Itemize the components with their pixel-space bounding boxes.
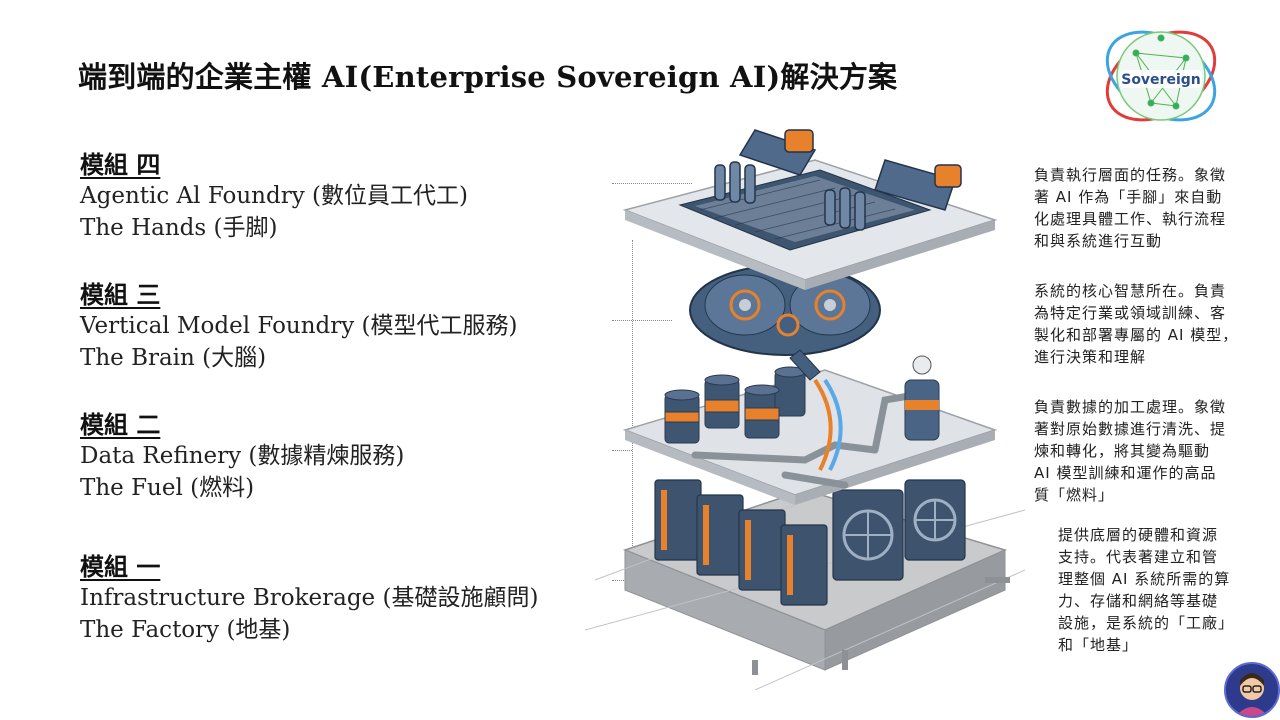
desc-line: 設施，是系統的「工廠」	[1058, 614, 1235, 632]
module-three-name: Vertical Model Foundry (模型代工服務)	[80, 313, 518, 339]
desc-line: 和「地基」	[1058, 636, 1139, 654]
module-three-role: The Brain (大腦)	[80, 345, 267, 371]
connector-line	[612, 580, 632, 581]
desc-line: 支持。代表著建立和管	[1058, 548, 1219, 566]
desc-line: 著 AI 作為「手腳」來自動	[1034, 188, 1223, 206]
desc-line: 質「燃料」	[1034, 486, 1115, 504]
desc-line: 煉和轉化，將其變為驅動	[1034, 442, 1211, 460]
desc-line: 負責執行層面的任務。象徵	[1034, 166, 1227, 184]
module-two-head: 模組 二	[80, 411, 161, 439]
page-title: 端到端的企業主權 AI(Enterprise Sovereign AI)解決方案	[78, 60, 898, 94]
desc-line: 力、存儲和網絡等基礎	[1058, 592, 1219, 610]
module-three-description: 系統的核心智慧所在。負責 為特定行業或領域訓練、客 製化和部署專屬的 AI 模型…	[1034, 280, 1238, 368]
module-three-head: 模組 三	[80, 281, 161, 309]
module-four-name: Agentic Al Foundry (數位員工代工)	[80, 183, 468, 209]
desc-line: 系統的核心智慧所在。負責	[1034, 282, 1227, 300]
desc-line: AI 模型訓練和運作的高品	[1034, 464, 1217, 482]
module-one-description: 提供底層的硬體和資源 支持。代表著建立和管 理整個 AI 系統所需的算 力、存儲…	[1058, 524, 1234, 656]
connector-line	[612, 450, 632, 451]
desc-line: 製化和部署專屬的 AI 模型，	[1034, 326, 1239, 344]
desc-line: 提供底層的硬體和資源	[1058, 526, 1219, 544]
connector-line	[612, 183, 692, 184]
connector-line	[612, 320, 672, 321]
module-three: 模組 三 Vertical Model Foundry (模型代工服務) The…	[80, 280, 600, 374]
ai-stack-illustration	[584, 110, 1026, 694]
desc-line: 為特定行業或領域訓練、客	[1034, 304, 1227, 322]
module-four-head: 模組 四	[80, 151, 161, 179]
desc-line: 著對原始數據進行清洗、提	[1034, 420, 1227, 438]
module-two-role: The Fuel (燃料)	[80, 475, 255, 501]
desc-line: 負責數據的加工處理。象徵	[1034, 398, 1227, 416]
module-one-role: The Factory (地基)	[80, 617, 291, 643]
module-four-role: The Hands (手脚)	[80, 215, 278, 241]
module-four: 模組 四 Agentic Al Foundry (數位員工代工) The Han…	[80, 150, 600, 244]
avatar[interactable]	[1224, 662, 1280, 718]
logo-text: Sovereign	[1121, 72, 1201, 88]
desc-line: 理整個 AI 系統所需的算	[1058, 570, 1231, 588]
desc-line: 進行決策和理解	[1034, 348, 1147, 366]
module-one-name: Infrastructure Brokerage (基礎設施顧問)	[80, 585, 539, 611]
desc-line: 化處理具體工作、執行流程	[1034, 210, 1227, 228]
module-one: 模組 一 Infrastructure Brokerage (基礎設施顧問) T…	[80, 552, 600, 646]
module-two-name: Data Refinery (數據精煉服務)	[80, 443, 405, 469]
module-four-description: 負責執行層面的任務。象徵 著 AI 作為「手腳」來自動 化處理具體工作、執行流程…	[1034, 164, 1226, 252]
module-two: 模組 二 Data Refinery (數據精煉服務) The Fuel (燃料…	[80, 410, 600, 504]
module-two-description: 負責數據的加工處理。象徵 著對原始數據進行清洗、提 煉和轉化，將其變為驅動 AI…	[1034, 396, 1226, 506]
desc-line: 和與系統進行互動	[1034, 232, 1163, 250]
module-one-head: 模組 一	[80, 553, 161, 581]
connector-line	[632, 240, 633, 580]
sovereign-logo: Sovereign	[1096, 8, 1226, 147]
